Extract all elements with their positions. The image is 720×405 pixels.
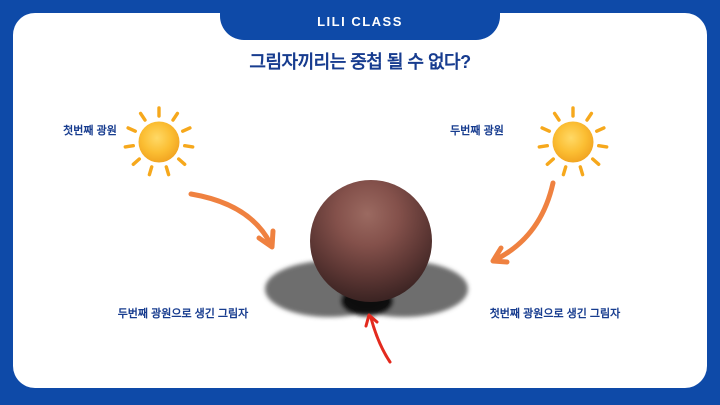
second-light-label: 두번째 광원 xyxy=(450,125,504,137)
sphere xyxy=(310,180,432,302)
sun-icon-first xyxy=(123,106,195,177)
curved-arrow-up-icon xyxy=(364,313,392,364)
sun-icon-second xyxy=(537,106,609,177)
slide-title: 그림자끼리는 중첩 될 수 없다? xyxy=(249,52,471,72)
left-shadow-label: 두번째 광원으로 생긴 그림자 xyxy=(117,308,249,320)
brand-tab: LILI CLASS xyxy=(220,0,500,40)
brand-label: LILI CLASS xyxy=(317,13,403,29)
curved-arrow-down-right-icon xyxy=(188,191,276,250)
curved-arrow-down-left-icon xyxy=(490,180,556,265)
right-shadow-label: 첫번째 광원으로 생긴 그림자 xyxy=(489,308,621,320)
first-light-label: 첫번째 광원 xyxy=(63,125,117,137)
